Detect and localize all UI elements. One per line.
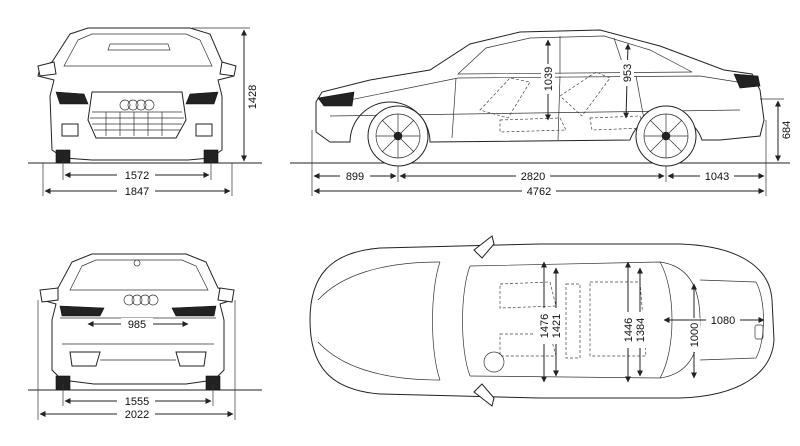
rear-view: 985 1555 2022 — [28, 253, 262, 421]
front-overhang-label: 899 — [346, 171, 364, 183]
trunk-opening-label: 985 — [128, 319, 146, 331]
front-track-label: 1572 — [125, 170, 149, 182]
overall-length-label: 4762 — [527, 186, 551, 198]
front-elbow-width-label: 1421 — [551, 314, 563, 338]
overall-width-label: 1847 — [125, 186, 149, 198]
width-with-mirrors-label: 2022 — [125, 409, 149, 421]
rear-shoulder-width-label: 1446 — [623, 318, 635, 342]
wheelbase-label: 2820 — [521, 171, 545, 183]
rear-track-label: 1555 — [125, 396, 149, 408]
front-headroom-label: 1039 — [543, 67, 555, 91]
front-shoulder-width-label: 1476 — [539, 314, 551, 338]
brand-rings-icon — [754, 324, 764, 340]
front-wheel-icon — [367, 105, 429, 167]
rear-wheel-icon — [635, 105, 697, 167]
trunk-width-label: 1000 — [689, 323, 701, 347]
top-view: 1476 1421 1446 1384 1000 1080 — [309, 235, 775, 407]
overall-height-label: 1428 — [247, 85, 259, 109]
front-view: 1428 1572 1847 — [28, 27, 262, 198]
brand-rings-icon — [123, 294, 159, 306]
trunk-length-label: 1080 — [711, 315, 735, 327]
rear-height-label: 684 — [781, 121, 793, 139]
rear-headroom-label: 953 — [622, 64, 634, 82]
brand-rings-icon — [119, 99, 155, 111]
side-view: 1039 953 684 899 2820 1043 4762 — [290, 29, 793, 198]
rear-elbow-width-label: 1384 — [635, 318, 647, 342]
rear-overhang-label: 1043 — [705, 171, 729, 183]
